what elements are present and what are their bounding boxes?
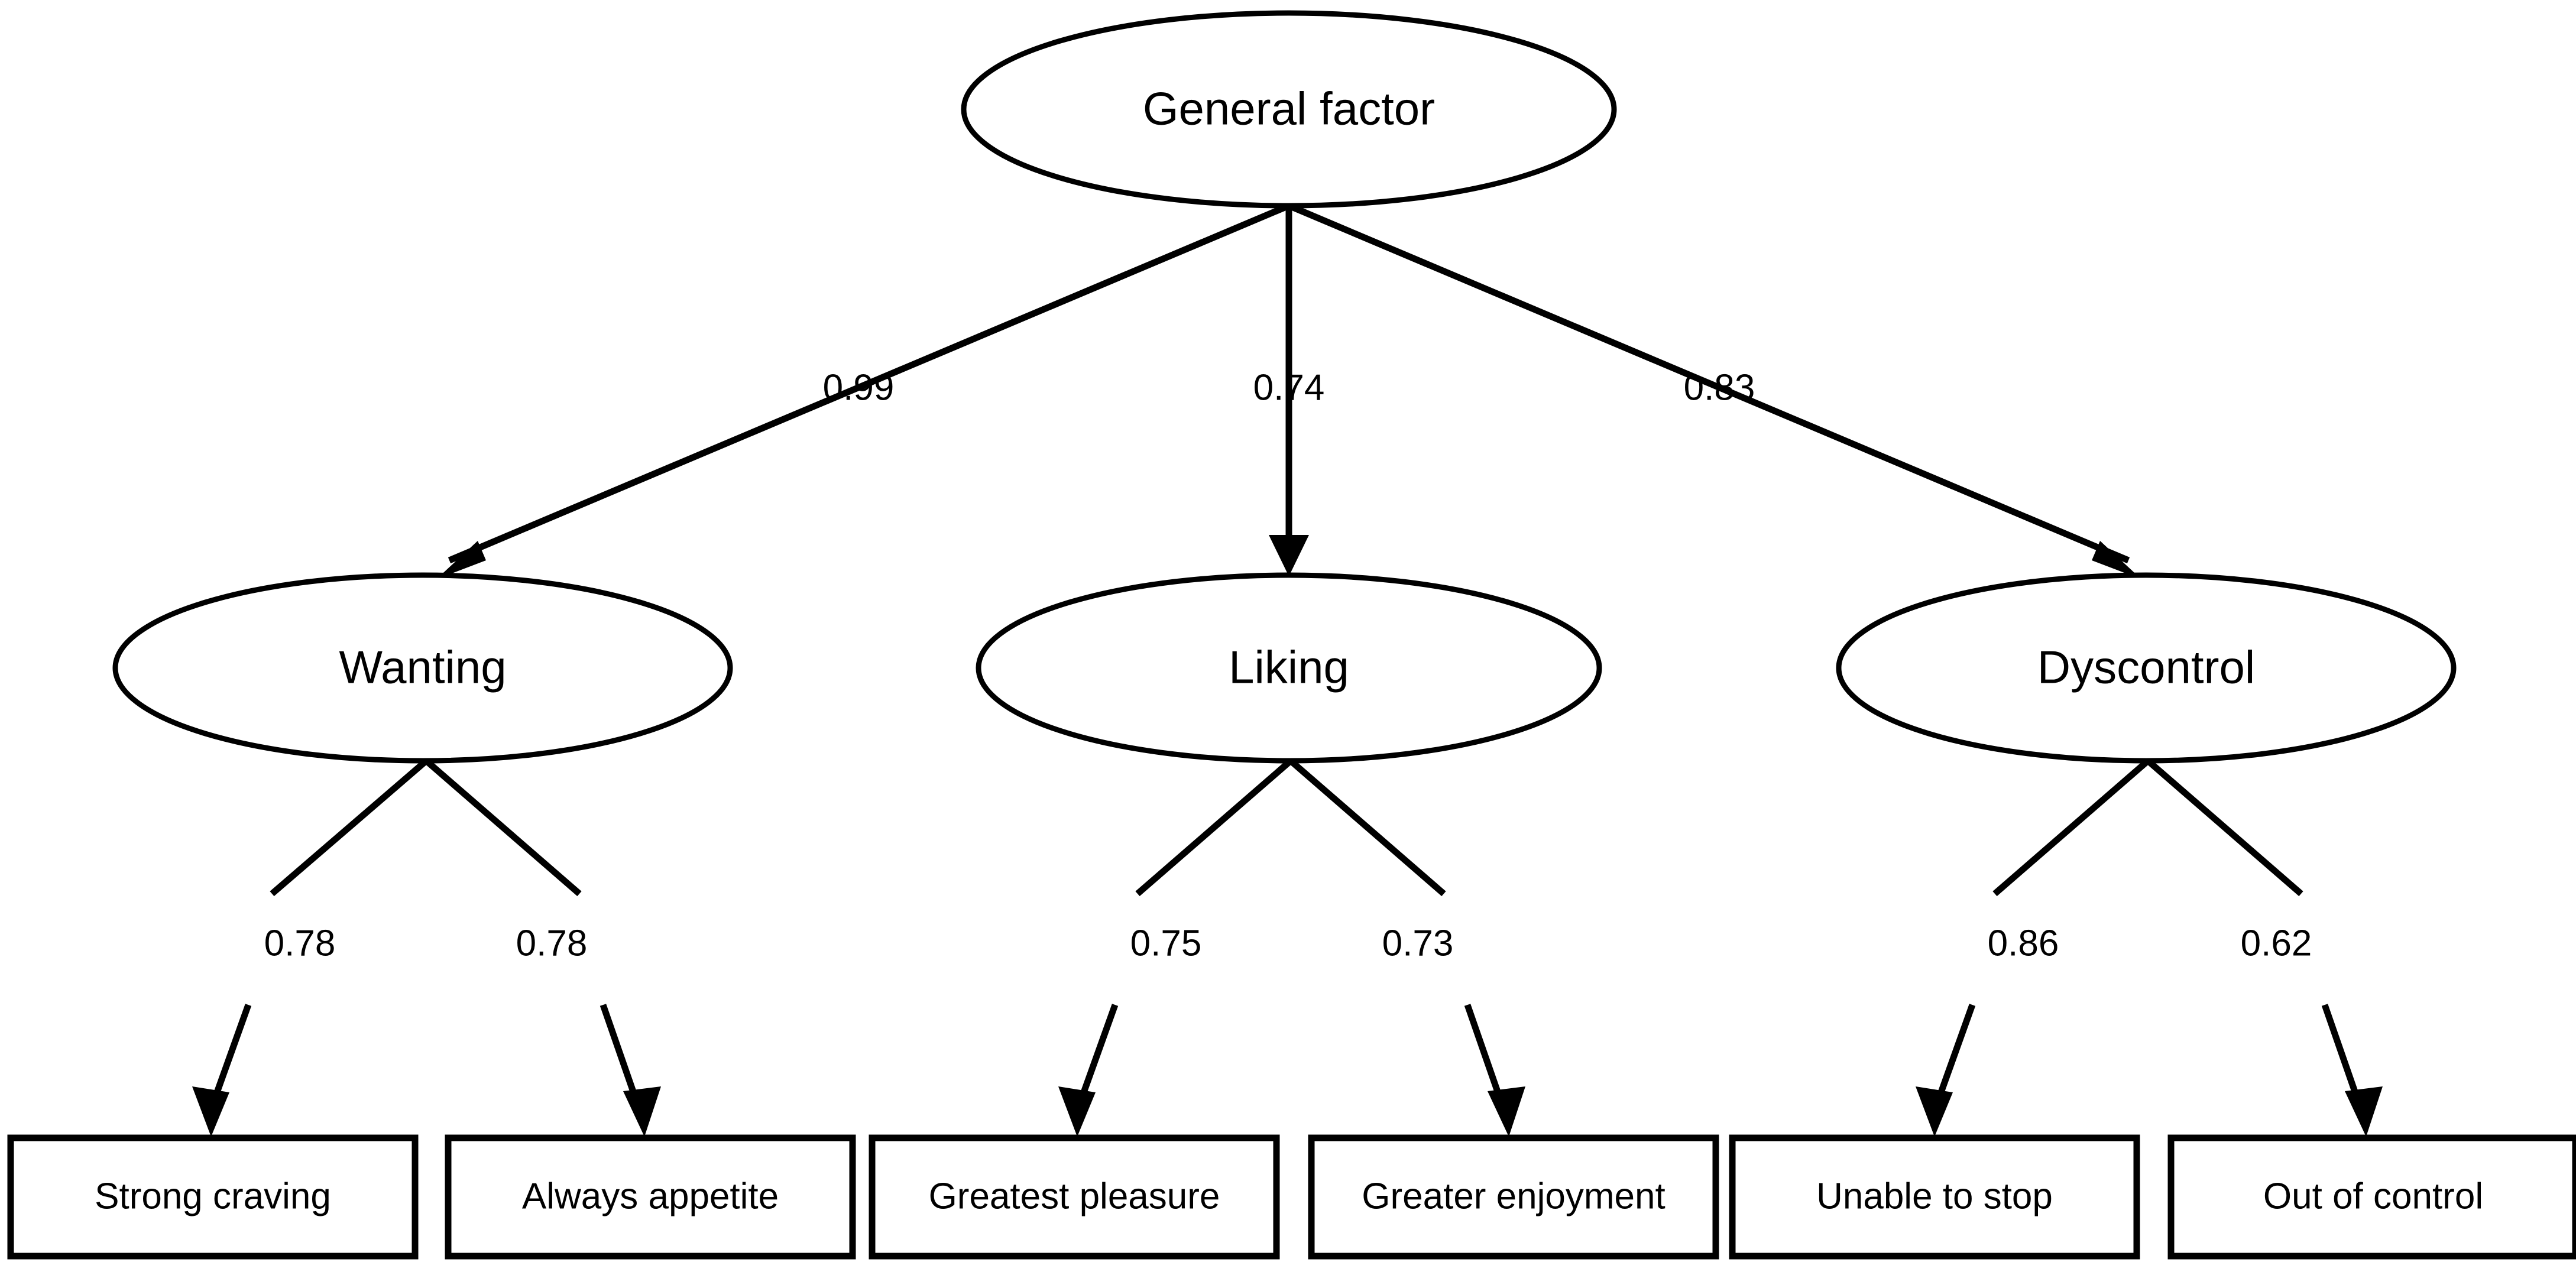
- arrowhead-to-always-appetite: [623, 1086, 661, 1137]
- greater-enjoyment-rect[interactable]: [1308, 1134, 1719, 1260]
- arrowhead-to-unable-to-stop: [1916, 1086, 1953, 1137]
- general-factor-ellipse[interactable]: [961, 10, 1617, 209]
- strong-craving-label: Strong craving: [95, 1176, 331, 1216]
- loading-wanting-to-strong-craving: 0.78: [264, 923, 336, 963]
- out-of-control-label: Out of control: [2263, 1176, 2483, 1216]
- node-wanting[interactable]: Wanting: [112, 572, 733, 764]
- greatest-pleasure-label: Greatest pleasure: [929, 1176, 1220, 1216]
- liking-label: Liking: [1229, 641, 1349, 693]
- path-general-to-dyscontrol: [1287, 202, 2130, 564]
- path-wanting-to-strong-craving-upper: [270, 758, 428, 897]
- path-general-to-wanting: [448, 202, 1291, 564]
- arrowhead-to-greater-enjoyment: [1488, 1086, 1525, 1137]
- loading-liking-to-greater-enjoyment: 0.73: [1382, 923, 1454, 963]
- liking-ellipse[interactable]: [976, 572, 1602, 764]
- greatest-pleasure-rect[interactable]: [869, 1134, 1280, 1260]
- indicator-box-greater-enjoyment[interactable]: Greater enjoyment: [1308, 1134, 1719, 1260]
- always-appetite-label: Always appetite: [522, 1176, 779, 1216]
- loading-general-to-liking: 0.74: [1253, 367, 1325, 408]
- indicator-loading-labels: 0.78 0.78 0.75 0.73 0.86 0.62: [264, 923, 2312, 963]
- first-order-loading-labels: 0.99 0.74 0.83: [823, 367, 1755, 408]
- node-liking[interactable]: Liking: [976, 572, 1602, 764]
- path-dyscontrol-to-unable-to-stop-upper: [1992, 758, 2150, 897]
- loading-general-to-dyscontrol: 0.83: [1684, 367, 1755, 408]
- arrowhead-to-greatest-pleasure: [1058, 1086, 1096, 1137]
- wanting-label: Wanting: [339, 641, 506, 693]
- unable-to-stop-rect[interactable]: [1729, 1134, 2140, 1260]
- unable-to-stop-label: Unable to stop: [1816, 1176, 2053, 1216]
- node-dyscontrol[interactable]: Dyscontrol: [1836, 572, 2457, 764]
- first-order-path-group: [436, 202, 2141, 579]
- always-appetite-rect[interactable]: [445, 1134, 856, 1260]
- greater-enjoyment-label: Greater enjoyment: [1362, 1176, 1665, 1216]
- loading-wanting-to-always-appetite: 0.78: [516, 923, 588, 963]
- indicator-box-always-appetite[interactable]: Always appetite: [445, 1134, 856, 1260]
- out-of-control-rect[interactable]: [2167, 1134, 2576, 1260]
- loading-liking-to-greatest-pleasure: 0.75: [1130, 923, 1202, 963]
- arrowhead-to-wanting: [436, 541, 486, 579]
- indicator-box-out-of-control[interactable]: Out of control: [2167, 1134, 2576, 1260]
- path-liking-to-greater-enjoyment-upper: [1289, 758, 1446, 897]
- strong-craving-rect[interactable]: [7, 1134, 419, 1260]
- path-liking-to-greatest-pleasure-upper: [1135, 758, 1292, 897]
- indicator-path-group: [192, 758, 2383, 1137]
- indicator-box-strong-craving[interactable]: Strong craving: [7, 1134, 419, 1260]
- arrowhead-to-liking: [1269, 535, 1309, 576]
- loading-general-to-wanting: 0.99: [823, 367, 895, 408]
- indicator-box-unable-to-stop[interactable]: Unable to stop: [1729, 1134, 2140, 1260]
- node-general-factor[interactable]: General factor: [961, 10, 1617, 209]
- arrowhead-to-strong-craving: [192, 1086, 229, 1137]
- indicator-box-greatest-pleasure[interactable]: Greatest pleasure: [869, 1134, 1280, 1260]
- arrowhead-to-dyscontrol: [2092, 541, 2141, 579]
- loading-dyscontrol-to-unable-to-stop: 0.86: [1988, 923, 2059, 963]
- dyscontrol-label: Dyscontrol: [2037, 641, 2255, 693]
- dyscontrol-ellipse[interactable]: [1836, 572, 2457, 764]
- arrowhead-to-out-of-control: [2345, 1086, 2383, 1137]
- wanting-ellipse[interactable]: [112, 572, 733, 764]
- general-factor-label: General factor: [1143, 83, 1435, 135]
- path-dyscontrol-to-out-of-control-upper: [2146, 758, 2303, 897]
- loading-dyscontrol-to-out-of-control: 0.62: [2241, 923, 2312, 963]
- path-wanting-to-always-appetite-upper: [425, 758, 582, 897]
